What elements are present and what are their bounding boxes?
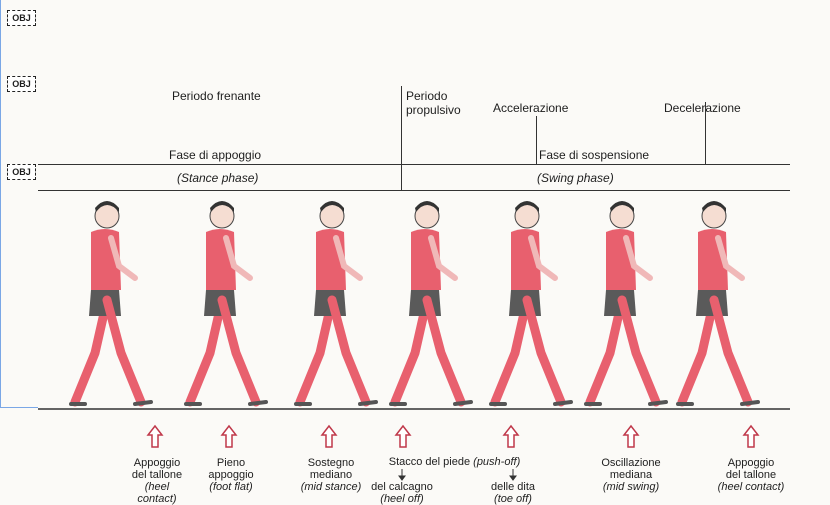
figure-heel-contact: [71, 201, 151, 404]
caption-toe-off: delle dita (toe off): [463, 481, 563, 505]
figure-heel-off: [391, 201, 471, 404]
arrow-toe-off: [504, 426, 518, 447]
caption-mid-swing: Oscillazione mediana (mid swing): [581, 457, 681, 493]
caption-foot-flat: Pieno appoggio (foot flat): [181, 457, 281, 493]
arrow-mid-stance: [322, 426, 336, 447]
figure-mid-swing: [586, 201, 666, 404]
arrow-heel-contact: [148, 426, 162, 447]
arrow-foot-flat: [222, 426, 236, 447]
figure-heel-contact-2: [678, 201, 758, 404]
caption-heel-contact-2: Appoggio del tallone (heel contact): [701, 457, 801, 493]
figure-mid-stance: [296, 201, 376, 404]
pushoff-pointers: [399, 469, 516, 480]
figure-foot-flat: [186, 201, 266, 404]
arrow-mid-swing: [624, 426, 638, 447]
figures: [71, 201, 758, 404]
caption-pushoff-title: Stacco del piede (push-off): [362, 456, 547, 468]
phase-arrows: [148, 426, 758, 447]
arrow-heel-off: [396, 426, 410, 447]
figure-toe-off: [491, 201, 571, 404]
caption-heel-off: del calcagno (heel off): [352, 481, 452, 505]
arrow-heel-contact-2: [744, 426, 758, 447]
